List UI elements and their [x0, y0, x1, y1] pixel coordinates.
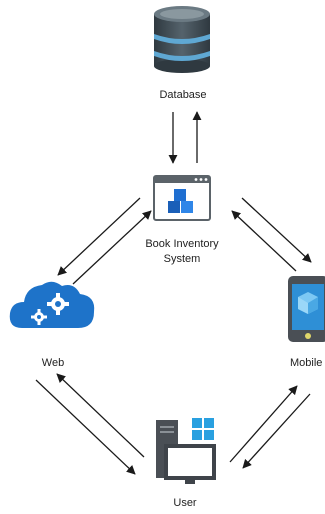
- application-window-icon: [153, 175, 211, 221]
- cloud-gears-icon: [9, 281, 95, 328]
- arrow-user-to-mobile: [229, 385, 298, 463]
- edges: [35, 111, 312, 475]
- web-label: Web: [42, 357, 64, 369]
- web-node: Web: [9, 281, 95, 369]
- arrow-mobile-to-system: [231, 210, 297, 272]
- arrow-web-to-system: [72, 210, 152, 285]
- mobile-label: Mobile: [290, 357, 322, 369]
- arrow-user-to-web: [56, 373, 145, 458]
- database-label: Database: [159, 89, 206, 101]
- database-icon: [154, 6, 210, 73]
- arrow-mobile-to-user: [242, 393, 311, 469]
- mobile-node: Mobile: [288, 276, 325, 369]
- user-label: User: [173, 497, 197, 509]
- arrow-system-to-web: [57, 197, 141, 276]
- smartphone-icon: [288, 276, 325, 342]
- database-node: Database: [154, 6, 210, 101]
- arrow-system-to-mobile: [241, 197, 312, 263]
- system-label-line2: System: [164, 253, 201, 265]
- arrow-web-to-user: [35, 379, 136, 475]
- windows-desktop-icon: [156, 418, 216, 484]
- user-node: User: [156, 418, 216, 509]
- system-label-line1: Book Inventory: [145, 238, 219, 250]
- system-node: Book Inventory System: [145, 175, 219, 265]
